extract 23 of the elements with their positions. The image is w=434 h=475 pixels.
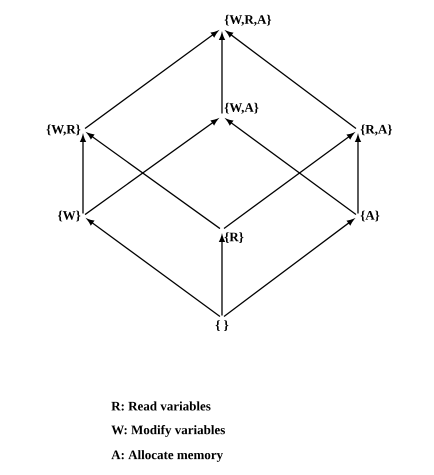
set-label: {W,R} (46, 124, 80, 136)
key-text: R: Read variables (111, 401, 211, 411)
arrow (80, 135, 86, 214)
arrow (224, 218, 354, 318)
arrow (226, 30, 356, 130)
set-label: {R} (224, 232, 244, 243)
arrow (87, 132, 220, 230)
arrow (84, 30, 218, 130)
arrow (219, 33, 225, 114)
set-label: {W} (58, 210, 80, 222)
arrow (224, 132, 354, 230)
key-text: W: Modify variables (111, 425, 225, 437)
arrow (87, 218, 220, 318)
arrow (219, 235, 225, 316)
arrow (84, 118, 218, 216)
arrow (226, 118, 356, 216)
key-text: A: Allocate memory (111, 450, 223, 462)
set-label: {W,A} (224, 102, 258, 114)
set-label: {W,R,A} (224, 14, 272, 26)
set-label: { } (216, 320, 228, 331)
set-label: {A} (360, 210, 380, 222)
set-label: {R,A} (360, 124, 392, 136)
arrow (355, 135, 361, 214)
